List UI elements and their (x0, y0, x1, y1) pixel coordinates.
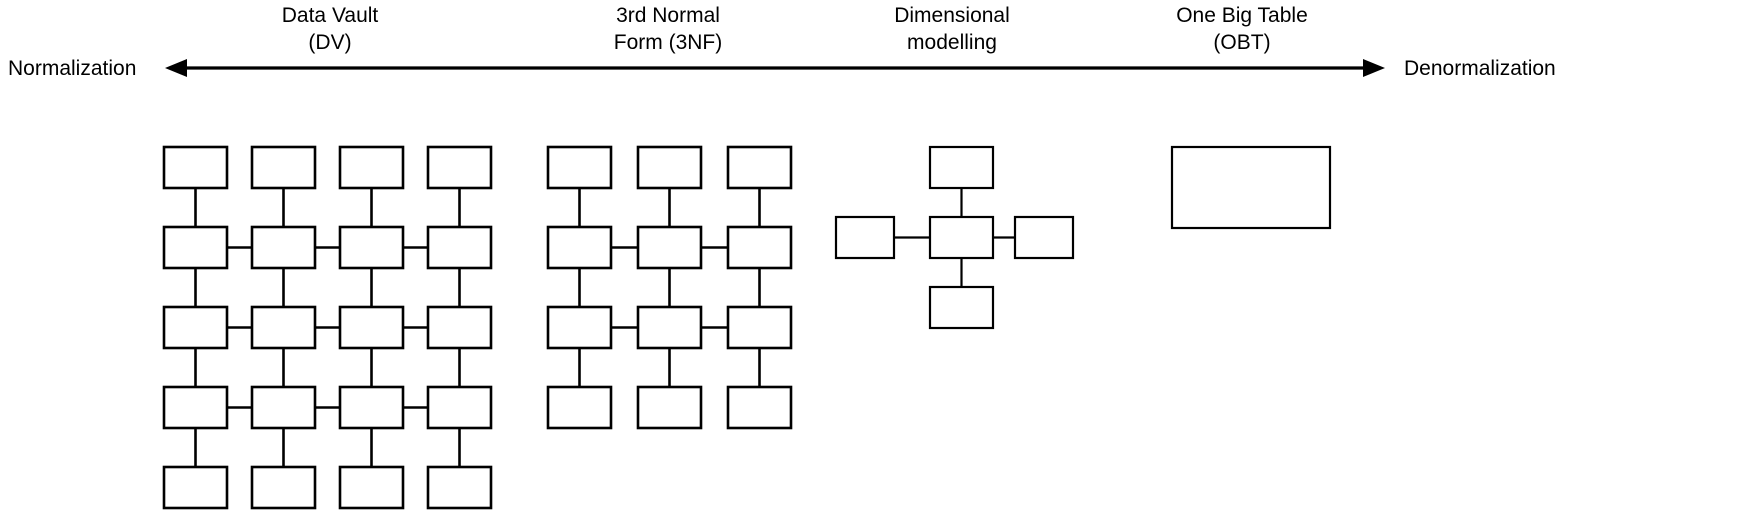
stage-label-3nf-line2: Form (3NF) (614, 31, 723, 54)
entity-box (426, 305, 493, 350)
entity-box (250, 385, 317, 430)
entity-box (636, 145, 703, 190)
one-big-table-box (1170, 145, 1332, 230)
entity-box (726, 305, 793, 350)
entity-box (426, 225, 493, 270)
arrow-head-left-icon (165, 59, 187, 77)
entity-box (546, 385, 613, 430)
stage-label-obt-line2: (OBT) (1213, 31, 1270, 54)
entity-box (250, 145, 317, 190)
entity-box (726, 225, 793, 270)
entity-box (426, 145, 493, 190)
entity-box (636, 225, 703, 270)
entity-box (250, 305, 317, 350)
dimension-box-left (834, 215, 896, 260)
entity-box (636, 305, 703, 350)
entity-box (338, 145, 405, 190)
entity-box (162, 465, 229, 510)
entity-star-dimensional-modelling (834, 145, 1075, 330)
dimension-box-bottom (928, 285, 995, 330)
dimension-box-top (928, 145, 995, 190)
entity-grid-data-vault (162, 145, 493, 510)
entity-box (546, 305, 613, 350)
fact-box-center (928, 215, 995, 260)
entity-single-table-obt (1170, 145, 1332, 230)
stage-label-3nf-line1: 3rd Normal (616, 4, 720, 27)
entity-box (250, 465, 317, 510)
entity-box (162, 385, 229, 430)
entity-box (546, 145, 613, 190)
dimension-box-right (1013, 215, 1075, 260)
entity-box (338, 465, 405, 510)
arrow-head-right-icon (1363, 59, 1385, 77)
entity-box (162, 145, 229, 190)
axis-label-normalization: Normalization (8, 57, 136, 80)
entity-box (338, 225, 405, 270)
stage-labels-group: Data Vault (DV) 3rd Normal Form (3NF) Di… (282, 4, 1308, 54)
entity-box (162, 225, 229, 270)
axis-label-denormalization: Denormalization (1404, 57, 1556, 80)
stage-label-obt-line1: One Big Table (1176, 4, 1308, 27)
spectrum-axis-group: Normalization Denormalization (8, 57, 1556, 80)
stage-label-dimensional-line1: Dimensional (894, 4, 1010, 27)
entity-box (726, 385, 793, 430)
entity-box (338, 305, 405, 350)
stage-label-data-vault-line2: (DV) (308, 31, 351, 54)
entity-box (546, 225, 613, 270)
entity-box (726, 145, 793, 190)
entity-box (426, 385, 493, 430)
entity-box (426, 465, 493, 510)
entity-box (250, 225, 317, 270)
stage-label-data-vault-line1: Data Vault (282, 4, 379, 27)
entity-box (338, 385, 405, 430)
entity-box (162, 305, 229, 350)
stage-label-dimensional-line2: modelling (907, 31, 997, 54)
entity-box (636, 385, 703, 430)
entity-grid-3nf (546, 145, 793, 430)
